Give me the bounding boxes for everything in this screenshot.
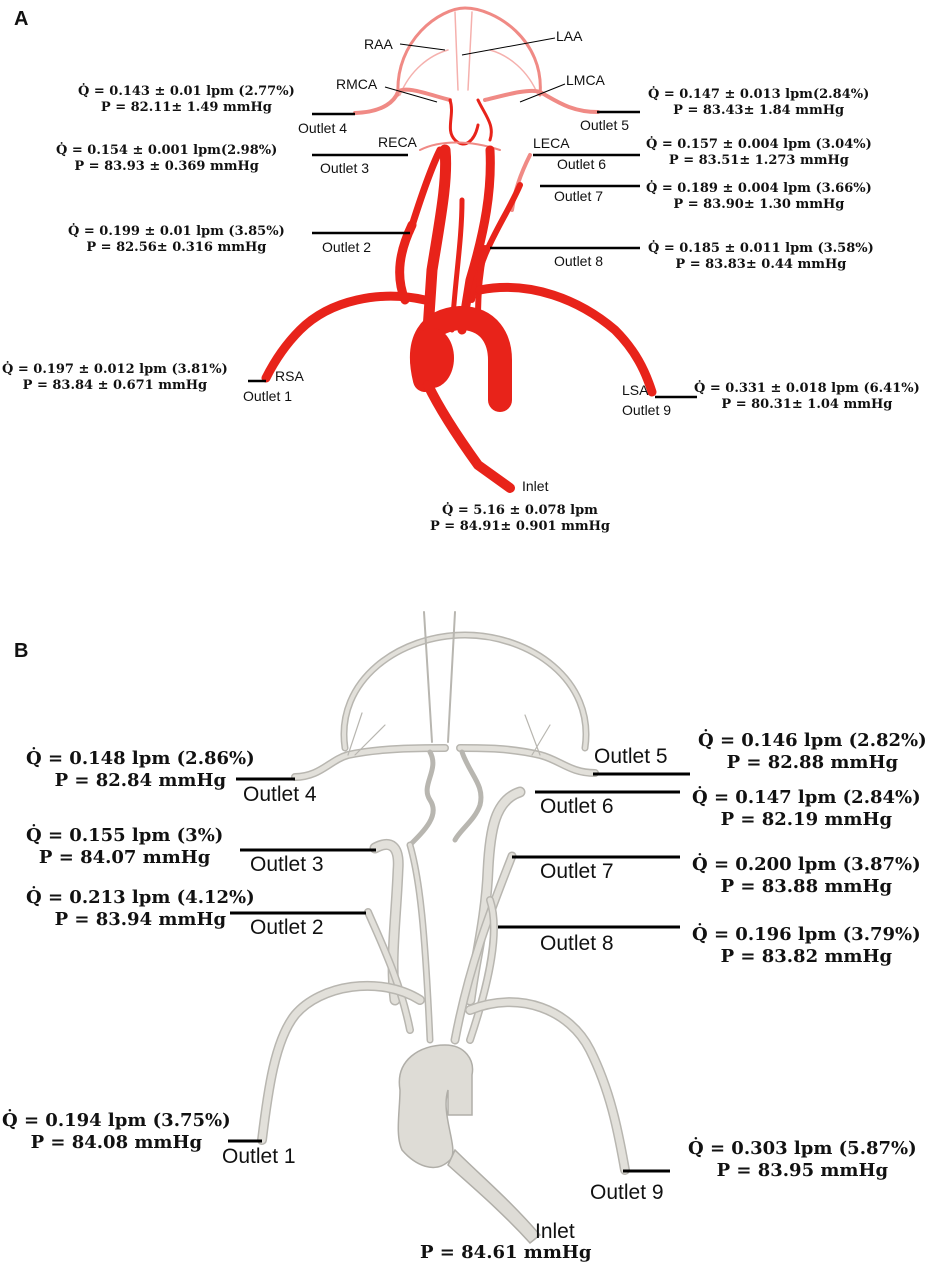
a-outlet-7-name: Outlet 7	[554, 188, 604, 204]
panel-a-artery-model	[248, 6, 697, 493]
a-outlet-2-name: Outlet 2	[322, 239, 372, 255]
a-outlet-6-annotation: Q̇ = 0.157 ± 0.004 lpm (3.04%) P = 83.51…	[646, 137, 872, 168]
b-outlet-6-flow: Q̇ = 0.147 lpm (2.84%)	[692, 787, 921, 808]
b-outlet-9-flow: Q̇ = 0.303 lpm (5.87%)	[688, 1138, 917, 1159]
panel-a-label: A	[14, 8, 29, 30]
a-outlet-9-annotation: Q̇ = 0.331 ± 0.018 lpm (6.41%) P = 80.31…	[694, 381, 920, 412]
a-inlet-flow: Q̇ = 5.16 ± 0.078 lpm	[442, 503, 598, 518]
b-outlet-7-annotation: Q̇ = 0.200 lpm (3.87%) P = 83.88 mmHg	[692, 854, 921, 897]
a-outlet-4-annotation: Q̇ = 0.143 ± 0.01 lpm (2.77%) P = 82.11±…	[78, 84, 295, 115]
vessel-label-lmca: LMCA	[566, 72, 605, 88]
b-outlet-2-pressure: P = 83.94 mmHg	[54, 908, 227, 930]
panel-b-label: B	[14, 640, 29, 662]
a-outlet-8-name: Outlet 8	[554, 253, 604, 269]
b-outlet-8-name: Outlet 8	[540, 932, 614, 955]
a-inlet-annotation: Q̇ = 5.16 ± 0.078 lpm P = 84.91± 0.901 m…	[430, 503, 610, 534]
b-outlet-3-flow: Q̇ = 0.155 lpm (3%)	[26, 825, 224, 846]
b-outlet-1-pressure: P = 84.08 mmHg	[30, 1131, 203, 1153]
a-outlet-5-pressure: P = 83.43± 1.84 mmHg	[673, 102, 845, 118]
a-outlet-4-name: Outlet 4	[298, 120, 348, 136]
a-outlet-6-flow: Q̇ = 0.157 ± 0.004 lpm (3.04%)	[646, 137, 872, 152]
b-outlet-6-name: Outlet 6	[540, 795, 614, 818]
b-outlet-2-flow: Q̇ = 0.213 lpm (4.12%)	[26, 887, 255, 908]
a-outlet-8-annotation: Q̇ = 0.185 ± 0.011 lpm (3.58%) P = 83.83…	[648, 241, 874, 272]
a-outlet-3-pressure: P = 83.93 ± 0.369 mmHg	[74, 158, 259, 174]
vessel-label-laa: LAA	[556, 28, 583, 44]
b-outlet-3-annotation: Q̇ = 0.155 lpm (3%) P = 84.07 mmHg	[26, 825, 223, 868]
vessel-label-raa: RAA	[364, 36, 393, 52]
a-outlet-5-name: Outlet 5	[580, 117, 630, 133]
b-outlet-6-pressure: P = 82.19 mmHg	[720, 808, 893, 830]
b-outlet-7-pressure: P = 83.88 mmHg	[720, 875, 893, 897]
a-outlet-1-pressure: P = 83.84 ± 0.671 mmHg	[22, 377, 208, 393]
a-outlet-7-flow: Q̇ = 0.189 ± 0.004 lpm (3.66%)	[646, 181, 872, 196]
b-outlet-7-name: Outlet 7	[540, 860, 614, 883]
a-inlet-pressure: P = 84.91± 0.901 mmHg	[430, 518, 610, 534]
b-outlet-6-annotation: Q̇ = 0.147 lpm (2.84%) P = 82.19 mmHg	[692, 787, 921, 830]
a-outlet-5-annotation: Q̇ = 0.147 ± 0.013 lpm(2.84%) P = 83.43±…	[648, 87, 869, 118]
a-outlet-1-flow: Q̇ = 0.197 ± 0.012 lpm (3.81%)	[2, 362, 228, 377]
b-outlet-8-flow: Q̇ = 0.196 lpm (3.79%)	[692, 924, 921, 945]
b-outlet-5-name: Outlet 5	[594, 745, 668, 768]
a-outlet-7-annotation: Q̇ = 0.189 ± 0.004 lpm (3.66%) P = 83.90…	[646, 181, 872, 212]
b-inlet-annotation: P = 84.61 mmHg	[420, 1242, 591, 1264]
b-outlet-4-flow: Q̇ = 0.148 lpm (2.86%)	[26, 748, 255, 769]
b-outlet-1-name: Outlet 1	[222, 1145, 296, 1168]
a-outlet-6-name: Outlet 6	[557, 156, 607, 172]
b-outlet-5-flow: Q̇ = 0.146 lpm (2.82%)	[698, 730, 927, 751]
b-outlet-9-name: Outlet 9	[590, 1181, 664, 1204]
vessel-label-rsa: RSA	[275, 368, 304, 384]
a-outlet-2-annotation: Q̇ = 0.199 ± 0.01 lpm (3.85%) P = 82.56±…	[68, 224, 285, 255]
a-outlet-3-annotation: Q̇ = 0.154 ± 0.001 lpm(2.98%) P = 83.93 …	[56, 143, 277, 174]
a-outlet-2-flow: Q̇ = 0.199 ± 0.01 lpm (3.85%)	[68, 224, 285, 239]
vessel-label-reca: RECA	[378, 134, 417, 150]
b-outlet-2-name: Outlet 2	[250, 916, 324, 939]
b-outlet-1-annotation: Q̇ = 0.194 lpm (3.75%) P = 84.08 mmHg	[2, 1110, 231, 1153]
a-outlet-3-name: Outlet 3	[320, 160, 370, 176]
a-outlet-2-pressure: P = 82.56± 0.316 mmHg	[86, 239, 267, 255]
b-outlet-3-name: Outlet 3	[250, 853, 324, 876]
a-outlet-5-flow: Q̇ = 0.147 ± 0.013 lpm(2.84%)	[648, 87, 870, 102]
b-outlet-4-pressure: P = 82.84 mmHg	[54, 769, 227, 791]
a-outlet-6-pressure: P = 83.51± 1.273 mmHg	[668, 152, 849, 168]
a-outlet-9-pressure: P = 80.31± 1.04 mmHg	[721, 396, 893, 412]
vessel-label-rmca: RMCA	[336, 76, 378, 92]
a-outlet-1-annotation: Q̇ = 0.197 ± 0.012 lpm (3.81%) P = 83.84…	[2, 362, 228, 393]
b-outlet-1-flow: Q̇ = 0.194 lpm (3.75%)	[2, 1110, 231, 1131]
b-outlet-8-annotation: Q̇ = 0.196 lpm (3.79%) P = 83.82 mmHg	[692, 924, 921, 967]
a-outlet-4-flow: Q̇ = 0.143 ± 0.01 lpm (2.77%)	[78, 84, 295, 99]
b-inlet-name: Inlet	[535, 1220, 575, 1243]
b-outlet-4-annotation: Q̇ = 0.148 lpm (2.86%) P = 82.84 mmHg	[26, 748, 255, 791]
b-outlet-5-pressure: P = 82.88 mmHg	[726, 751, 899, 773]
a-outlet-7-pressure: P = 83.90± 1.30 mmHg	[673, 196, 845, 212]
a-outlet-4-pressure: P = 82.11± 1.49 mmHg	[100, 99, 272, 115]
b-outlet-9-pressure: P = 83.95 mmHg	[716, 1159, 889, 1181]
b-outlet-8-pressure: P = 83.82 mmHg	[720, 945, 893, 967]
b-inlet-pressure: P = 84.61 mmHg	[420, 1242, 592, 1263]
b-outlet-2-annotation: Q̇ = 0.213 lpm (4.12%) P = 83.94 mmHg	[26, 887, 255, 930]
vessel-label-leca: LECA	[533, 135, 570, 151]
vessel-label-lsa: LSA	[622, 382, 649, 398]
b-outlet-3-pressure: P = 84.07 mmHg	[38, 846, 211, 868]
a-outlet-9-flow: Q̇ = 0.331 ± 0.018 lpm (6.41%)	[694, 381, 920, 396]
a-outlet-8-flow: Q̇ = 0.185 ± 0.011 lpm (3.58%)	[648, 241, 874, 256]
a-inlet-name: Inlet	[522, 478, 549, 494]
a-outlet-9-name: Outlet 9	[622, 402, 672, 418]
a-outlet-8-pressure: P = 83.83± 0.44 mmHg	[675, 256, 847, 272]
b-outlet-9-annotation: Q̇ = 0.303 lpm (5.87%) P = 83.95 mmHg	[688, 1138, 917, 1181]
b-outlet-7-flow: Q̇ = 0.200 lpm (3.87%)	[692, 854, 921, 875]
b-outlet-5-annotation: Q̇ = 0.146 lpm (2.82%) P = 82.88 mmHg	[698, 730, 927, 773]
b-outlet-4-name: Outlet 4	[243, 783, 317, 806]
a-outlet-1-name: Outlet 1	[243, 388, 293, 404]
a-outlet-3-flow: Q̇ = 0.154 ± 0.001 lpm(2.98%)	[56, 143, 278, 158]
